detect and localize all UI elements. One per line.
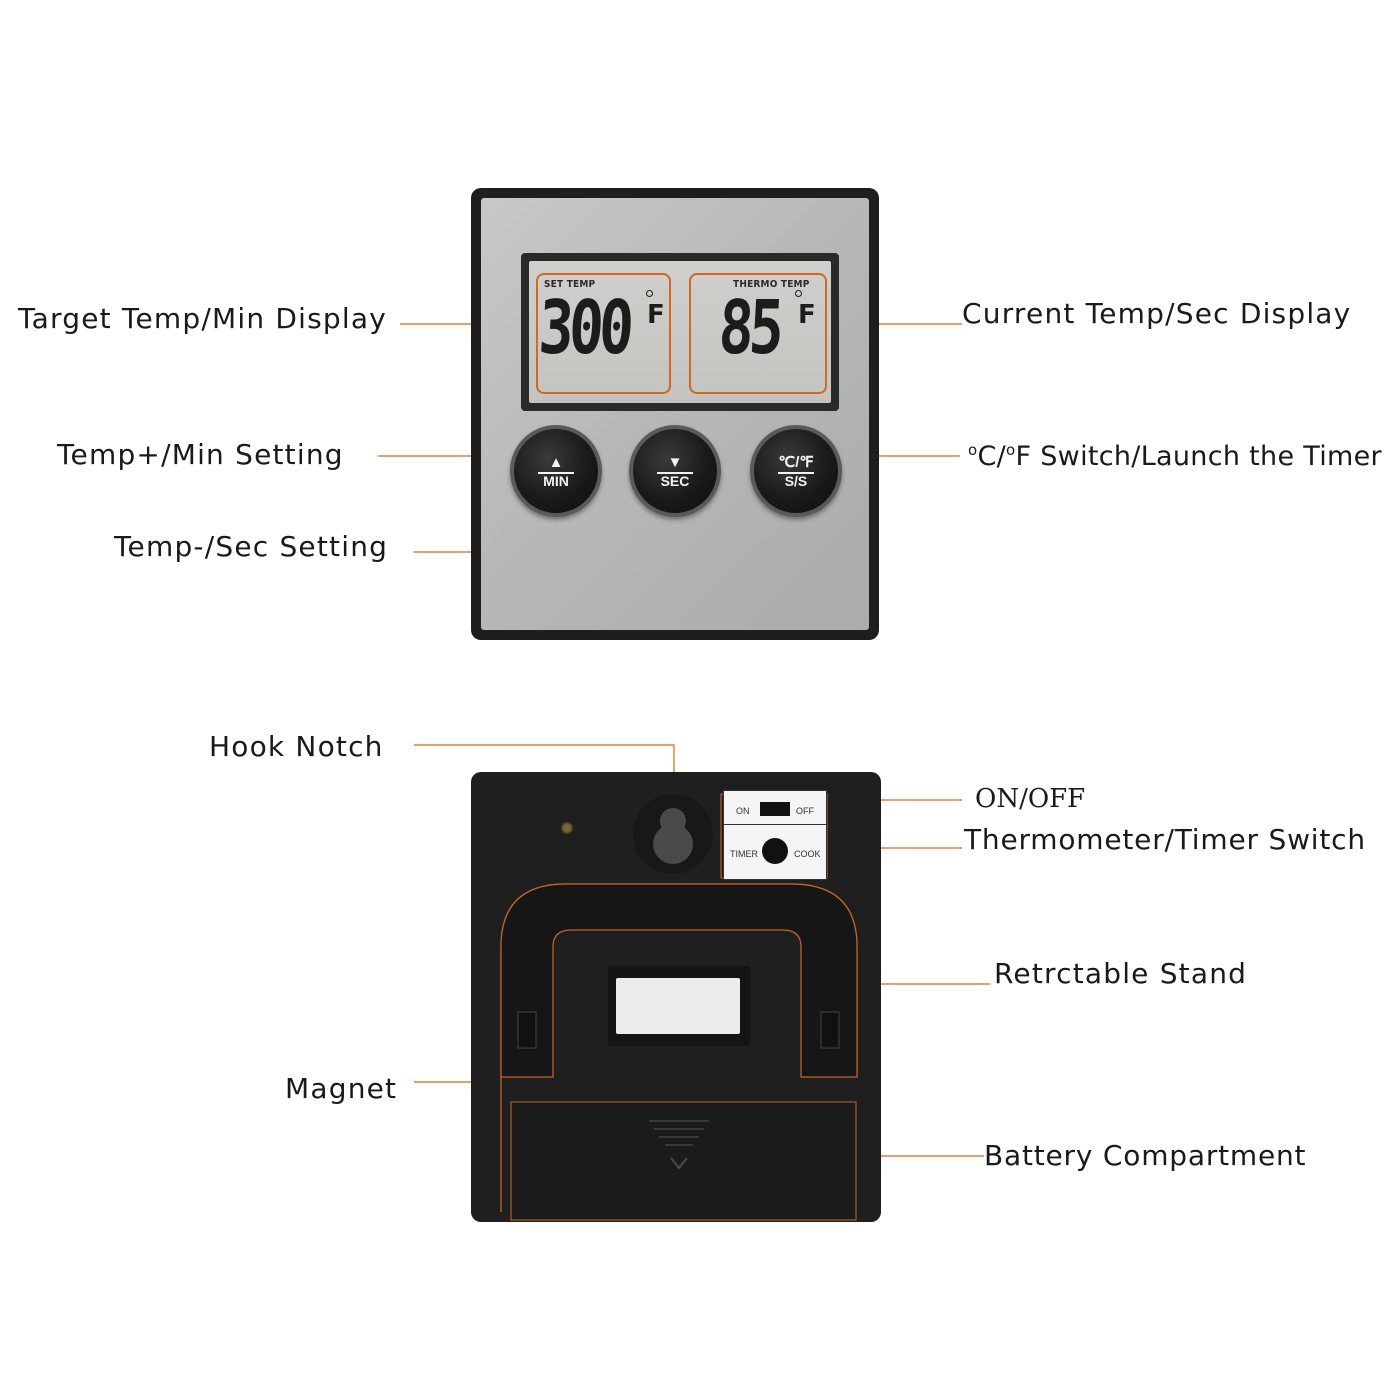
thermometer-back: ON OFF TIMER COOK (471, 772, 881, 1222)
degree-icon (795, 290, 802, 297)
current-temp-display: THERMO TEMP 85 F (689, 273, 827, 394)
degree-sup: o (1006, 441, 1016, 459)
set-temp-unit: F (647, 300, 665, 330)
sec-button-label: SEC (660, 473, 690, 489)
thermo-temp-unit: F (798, 300, 816, 330)
label-thermo-timer: Thermometer/Timer Switch (964, 823, 1366, 856)
cook-label: COOK (794, 849, 821, 859)
label-unit-switch-f: F Switch/Launch the Timer (1015, 441, 1382, 472)
front-face: SET TEMP 300 F THERMO TEMP 85 F ▲ (481, 198, 869, 630)
timer-label: TIMER (730, 849, 758, 859)
mode-rocker[interactable] (762, 838, 788, 864)
label-unit-switch-c: C/ (977, 441, 1007, 472)
mode-switch[interactable]: TIMER COOK (723, 824, 827, 880)
magnet-frame (608, 966, 750, 1046)
battery-cover-grip (654, 1128, 704, 1130)
degree-icon (646, 290, 653, 297)
chevron-down-icon (670, 1157, 688, 1170)
label-magnet: Magnet (285, 1072, 398, 1105)
label-on-off: ON/OFF (975, 784, 1086, 814)
label-temp-plus: Temp+/Min Setting (57, 438, 344, 471)
min-button-label: MIN (543, 473, 569, 489)
battery-cover-grip (665, 1144, 693, 1146)
button-divider (778, 472, 814, 474)
hook-notch (633, 794, 713, 874)
power-on-label: ON (736, 806, 750, 816)
min-button[interactable]: ▲ MIN (510, 425, 602, 517)
unit-button-label: ℃/℉ (778, 454, 814, 471)
unit-start-stop-button[interactable]: ℃/℉ S/S (750, 425, 842, 517)
keyhole-top (660, 808, 686, 834)
degree-sup: o (968, 441, 978, 459)
up-arrow-icon: ▲ (548, 454, 564, 471)
thermo-temp-value: 85 (716, 285, 782, 371)
power-switch[interactable]: ON OFF (723, 790, 827, 830)
lcd-bezel: SET TEMP 300 F THERMO TEMP 85 F (521, 253, 839, 411)
set-temp-caption: SET TEMP (544, 279, 596, 290)
battery-cover-grip (659, 1136, 699, 1138)
button-divider (657, 472, 693, 474)
start-stop-label: S/S (784, 473, 808, 489)
label-target-temp: Target Temp/Min Display (18, 302, 387, 335)
thermo-temp-caption: THERMO TEMP (733, 279, 810, 290)
lcd-screen: SET TEMP 300 F THERMO TEMP 85 F (529, 261, 831, 403)
label-current-temp: Current Temp/Sec Display (962, 297, 1352, 330)
label-battery: Battery Compartment (984, 1139, 1307, 1172)
power-slider[interactable] (760, 802, 790, 816)
thermometer-front: SET TEMP 300 F THERMO TEMP 85 F ▲ (471, 188, 879, 640)
label-stand: Retrctable Stand (994, 957, 1248, 990)
sec-button[interactable]: ▼ SEC (629, 425, 721, 517)
down-arrow-icon: ▼ (667, 454, 683, 471)
set-temp-value: 300 (536, 285, 632, 371)
target-temp-display: SET TEMP 300 F (536, 273, 671, 394)
label-hook-notch: Hook Notch (209, 730, 384, 763)
button-divider (538, 472, 574, 474)
label-temp-minus: Temp-/Sec Setting (114, 530, 389, 563)
power-off-label: OFF (796, 806, 814, 816)
magnet (616, 978, 740, 1034)
battery-cover-grip (649, 1120, 709, 1122)
leader-hook-notch (414, 744, 675, 783)
sensor-hole (561, 822, 573, 834)
label-unit-switch: oC/oF Switch/Launch the Timer (968, 441, 1382, 472)
